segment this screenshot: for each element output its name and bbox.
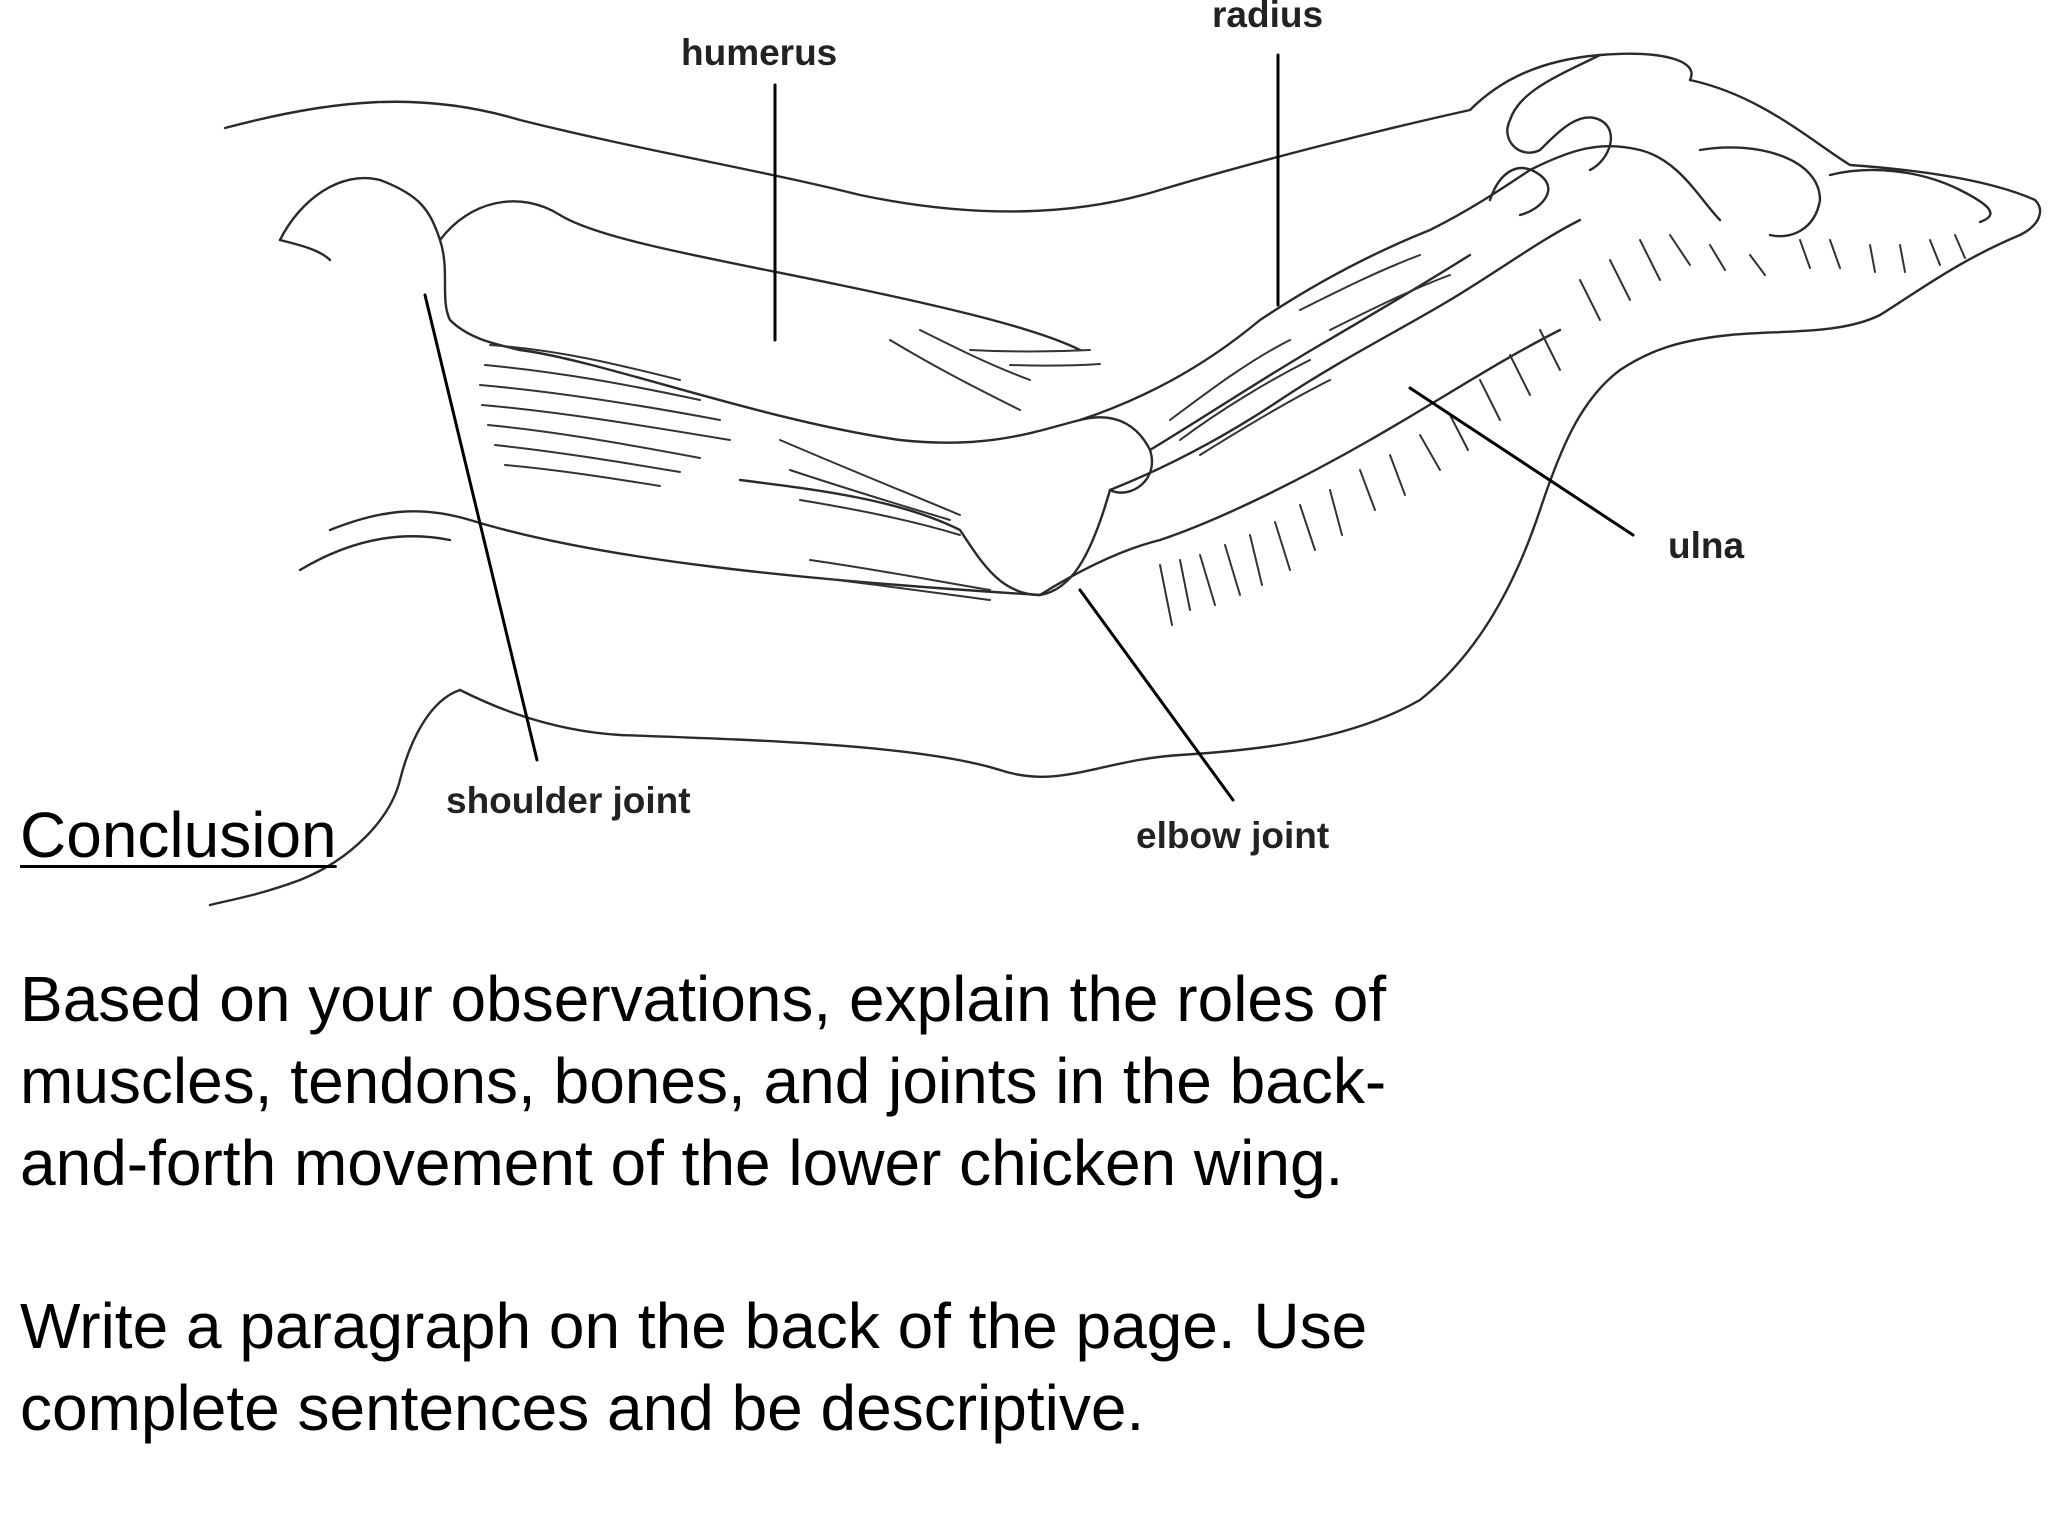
shoulder-joint-label: shoulder joint: [446, 780, 691, 821]
humerus-label: humerus: [681, 32, 838, 73]
conclusion-prompt: Based on your observations, explain the …: [20, 958, 1520, 1204]
prompt-line: muscles, tendons, bones, and joints in t…: [20, 1045, 1387, 1117]
radius-label: radius: [1212, 0, 1324, 35]
prompt-line: and-forth movement of the lower chicken …: [20, 1127, 1344, 1199]
leader-lines: [423, 53, 1635, 802]
wing-outline: [208, 52, 2042, 907]
conclusion-heading: Conclusion: [20, 799, 337, 871]
instruction-line: Write a paragraph on the back of the pag…: [20, 1290, 1368, 1362]
shoulder-joint-leader-line: [423, 293, 539, 762]
conclusion-instruction: Write a paragraph on the back of the pag…: [20, 1285, 1520, 1449]
prompt-line: Based on your observations, explain the …: [20, 963, 1387, 1035]
ulna-leader-line: [1408, 386, 1635, 537]
ulna-label: ulna: [1668, 525, 1745, 566]
instruction-line: complete sentences and be descriptive.: [20, 1372, 1145, 1444]
muscle-fibers: [479, 234, 1966, 626]
elbow-joint-leader-line: [1078, 588, 1235, 802]
elbow-joint-label: elbow joint: [1136, 815, 1330, 856]
